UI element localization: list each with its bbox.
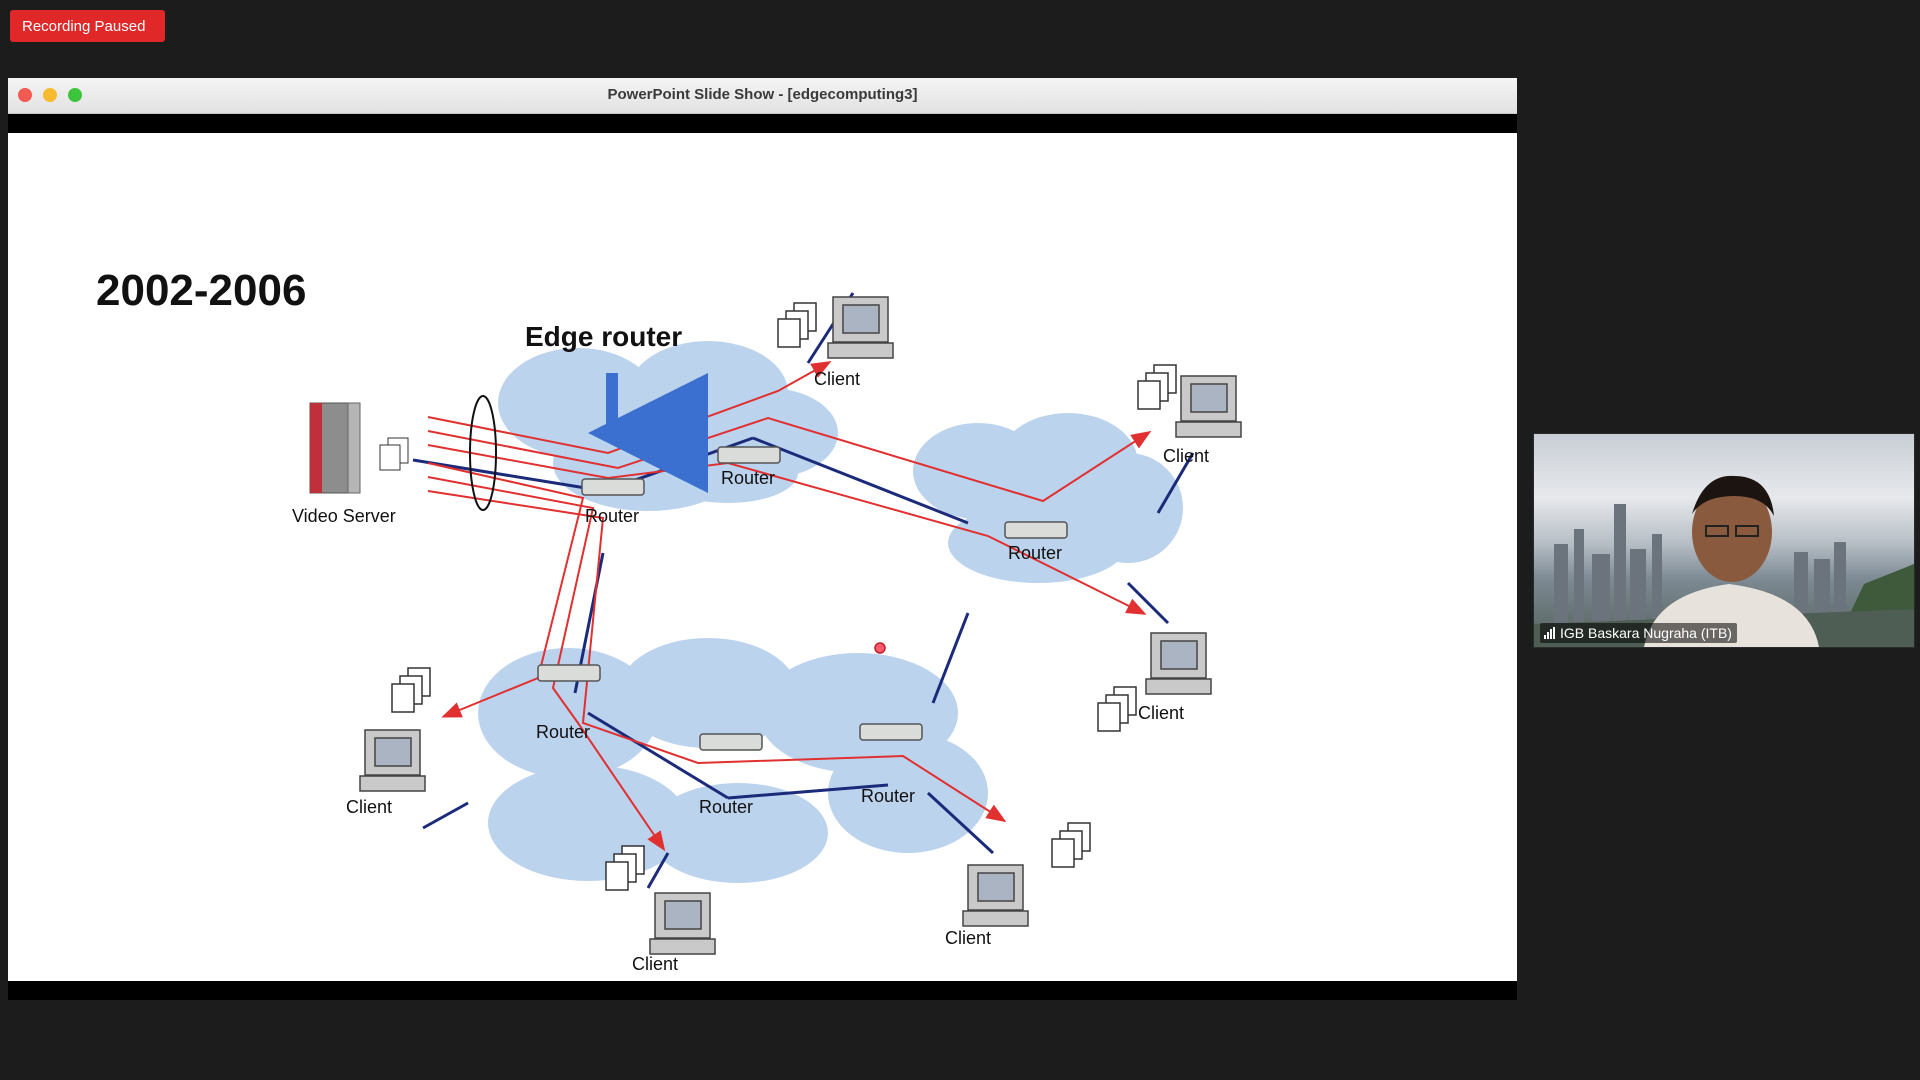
document-stack-icon (1097, 686, 1137, 732)
document-stack-icon (391, 667, 431, 713)
network-diagram: 2002-2006 Edge router Video Server Route… (96, 266, 1242, 974)
participant-name: IGB Baskara Nugraha (ITB) (1560, 625, 1732, 641)
router-label: Router (536, 722, 590, 742)
client-label: Client (1163, 446, 1209, 466)
router-icon (537, 664, 601, 682)
cloud-network-right (913, 413, 1183, 583)
client-computer-icon (649, 892, 716, 955)
slide-title: 2002-2006 (96, 266, 306, 315)
client-label: Client (945, 928, 991, 948)
document-stack-icon (1051, 822, 1091, 868)
edge-router-callout: Edge router (525, 321, 682, 352)
router-label: Router (1008, 543, 1062, 563)
document-stack-icon (777, 302, 817, 348)
cloud-network-bottom (478, 638, 988, 883)
video-server-icon (309, 402, 409, 494)
router-label: Router (585, 506, 639, 526)
stream-bundle-oval (469, 395, 497, 511)
cloud-network-top (498, 341, 838, 511)
client-computer-icon (962, 864, 1029, 927)
recording-paused-badge[interactable]: Recording Paused (10, 10, 165, 42)
router-label: Router (699, 797, 753, 817)
recording-status-label: Recording Paused (22, 17, 146, 35)
client-label: Client (346, 797, 392, 817)
video-background (1534, 475, 1914, 647)
router-icon (699, 733, 763, 751)
participant-name-tag: IGB Baskara Nugraha (ITB) (1540, 623, 1737, 643)
slideshow-window: PowerPoint Slide Show - [edgecomputing3] (8, 78, 1517, 1000)
signal-bars-icon (1544, 627, 1555, 639)
router-label: Router (721, 468, 775, 488)
client-computer-icon (1175, 375, 1242, 438)
router-label: Router (861, 786, 915, 806)
router-icon (717, 446, 781, 464)
participant-video-tile[interactable]: IGB Baskara Nugraha (ITB) (1533, 433, 1915, 648)
close-window-button[interactable] (18, 88, 32, 102)
window-title: PowerPoint Slide Show - [edgecomputing3] (607, 86, 918, 103)
router-icon (1004, 521, 1068, 539)
maximize-window-button[interactable] (68, 88, 82, 102)
router-icon (581, 478, 645, 496)
client-computer-icon (359, 729, 426, 792)
router-icon (859, 723, 923, 741)
window-titlebar: PowerPoint Slide Show - [edgecomputing3] (8, 78, 1517, 114)
document-stack-icon (1137, 364, 1177, 410)
client-computer-icon (1145, 632, 1212, 695)
client-computer-icon (827, 296, 894, 359)
minimize-window-button[interactable] (43, 88, 57, 102)
client-label: Client (632, 954, 678, 974)
client-label: Client (1138, 703, 1184, 723)
client-label: Client (814, 369, 860, 389)
document-stack-icon (605, 845, 645, 891)
laser-pointer-icon (874, 642, 886, 654)
slide-canvas: 2002-2006 Edge router Video Server Route… (8, 133, 1517, 981)
video-server-label: Video Server (292, 506, 396, 526)
